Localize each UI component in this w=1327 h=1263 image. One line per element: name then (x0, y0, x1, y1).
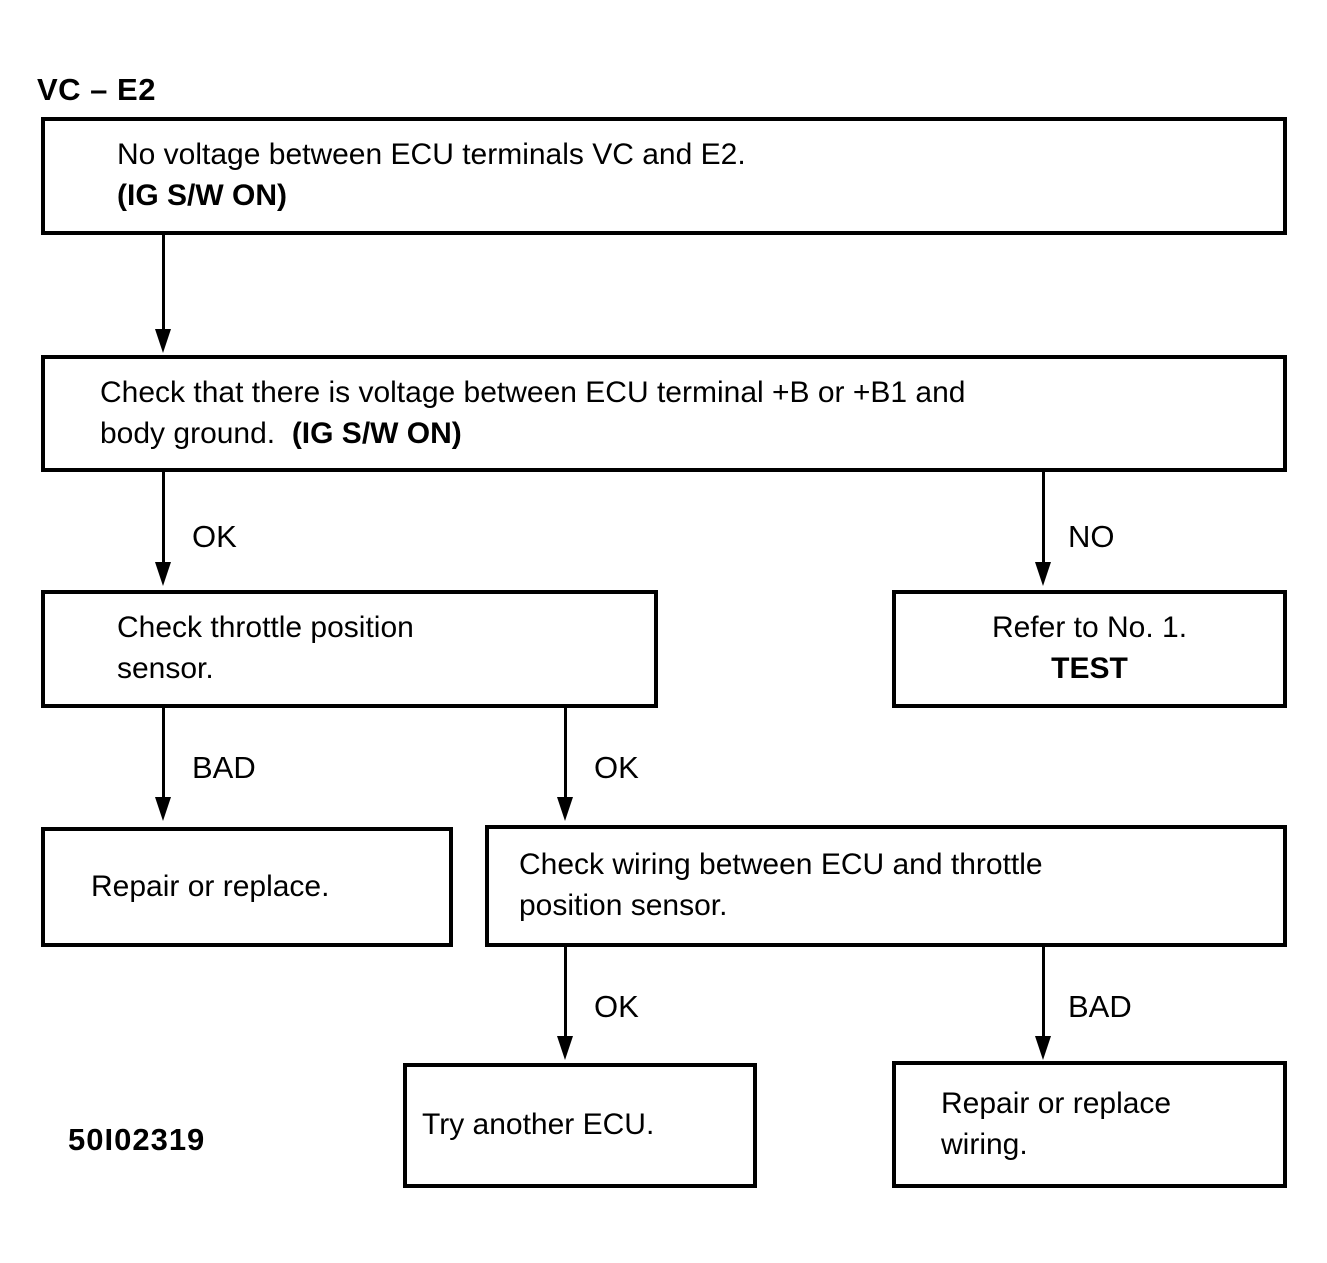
node-check-voltage-line-2-bold: (IG S/W ON) (291, 416, 462, 450)
node-problem-statement-text: No voltage between ECU terminals VC and … (45, 121, 1283, 231)
node-check-wiring-text: Check wiring between ECU and throttle po… (489, 829, 1283, 943)
connector-check-wiring-ok (564, 947, 567, 1039)
edge-label-check-wiring-bad: BAD (1068, 989, 1132, 1024)
node-repair-or-replace-line-1: Repair or replace. (91, 869, 330, 903)
node-check-wiring-line-2: position sensor. (519, 889, 728, 922)
connector-check-voltage-no (1042, 472, 1045, 564)
node-check-voltage-text: Check that there is voltage between ECU … (45, 359, 1283, 468)
arrowhead-check-wiring-bad (1035, 1036, 1051, 1060)
connector-check-tps-bad (162, 708, 165, 800)
edge-label-check-tps-bad: BAD (192, 750, 256, 785)
page-title: VC – E2 (37, 72, 156, 107)
connector-check-tps-ok (564, 708, 567, 800)
node-refer-to-test: Refer to No. 1. TEST (892, 590, 1287, 708)
node-repair-or-replace-text: Repair or replace. (45, 831, 449, 943)
node-check-voltage-line-2-normal: body ground. (100, 416, 292, 450)
reference-code: 50I02319 (68, 1122, 206, 1157)
node-check-wiring-line-1: Check wiring between ECU and throttle (519, 848, 1043, 882)
node-check-voltage-line-1: Check that there is voltage between ECU … (100, 375, 966, 409)
arrowhead-check-voltage-no (1035, 562, 1051, 586)
node-repair-or-replace-wiring-line-2: wiring. (941, 1127, 1028, 1161)
arrowhead-problem-to-check-voltage (155, 329, 171, 353)
node-refer-to-test-line-2: TEST (1051, 652, 1128, 685)
node-repair-or-replace-wiring-text: Repair or replace wiring. (896, 1065, 1283, 1184)
node-problem-statement-line-1: No voltage between ECU terminals VC and … (117, 138, 746, 172)
node-check-wiring: Check wiring between ECU and throttle po… (485, 825, 1287, 947)
edge-label-check-tps-ok: OK (594, 750, 639, 785)
node-problem-statement-line-2: (IG S/W ON) (117, 179, 287, 212)
connector-problem-to-check-voltage (162, 235, 165, 331)
node-problem-statement: No voltage between ECU terminals VC and … (41, 117, 1287, 235)
edge-label-check-voltage-no: NO (1068, 519, 1115, 554)
node-refer-to-test-line-1: Refer to No. 1. (991, 611, 1188, 645)
node-check-voltage: Check that there is voltage between ECU … (41, 355, 1287, 472)
edge-label-check-wiring-ok: OK (594, 989, 639, 1024)
node-refer-to-test-text: Refer to No. 1. TEST (896, 594, 1283, 704)
edge-label-check-voltage-ok: OK (192, 519, 237, 554)
node-try-another-ecu-text: Try another ECU. (407, 1067, 753, 1184)
node-check-throttle-position-sensor-line-1: Check throttle position (117, 611, 414, 645)
node-try-another-ecu: Try another ECU. (403, 1063, 757, 1188)
node-try-another-ecu-line-1: Try another ECU. (422, 1108, 655, 1142)
node-repair-or-replace: Repair or replace. (41, 827, 453, 947)
node-check-throttle-position-sensor-text: Check throttle position sensor. (45, 594, 654, 704)
arrowhead-check-tps-bad (155, 797, 171, 821)
arrowhead-check-tps-ok (557, 797, 573, 821)
node-check-throttle-position-sensor-line-2: sensor. (117, 652, 214, 685)
connector-check-wiring-bad (1042, 947, 1045, 1039)
node-check-voltage-line-2: body ground. (IG S/W ON) (45, 414, 1283, 455)
arrowhead-check-wiring-ok (557, 1036, 573, 1060)
node-repair-or-replace-wiring-line-1: Repair or replace (941, 1086, 1172, 1120)
arrowhead-check-voltage-ok (155, 562, 171, 586)
node-repair-or-replace-wiring: Repair or replace wiring. (892, 1061, 1287, 1188)
connector-check-voltage-ok (162, 472, 165, 564)
node-check-throttle-position-sensor: Check throttle position sensor. (41, 590, 658, 708)
